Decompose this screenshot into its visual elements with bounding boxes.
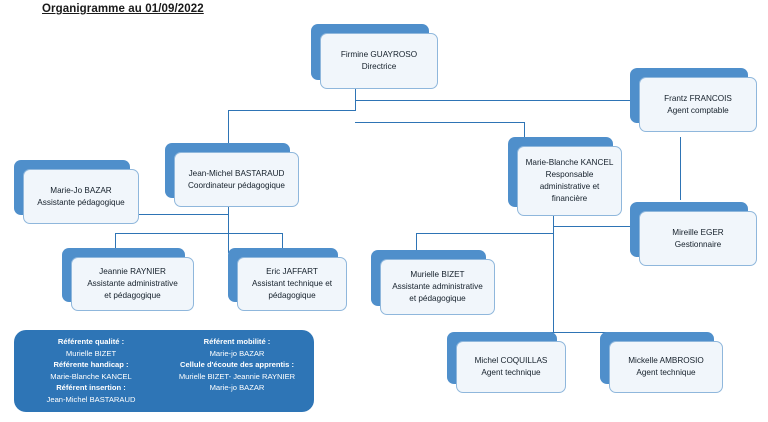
node-role: Agent comptable <box>667 105 729 115</box>
node-name: Michel COQUILLAS <box>474 356 548 366</box>
node-card: Marie-Blanche KANCEL Responsable adminis… <box>517 146 622 216</box>
node-name: Marie-Blanche KANCEL <box>525 158 614 168</box>
node-murielle-bizet[interactable]: Murielle BIZET Assistante administrative… <box>371 250 495 315</box>
node-coordinateur-pedagogique[interactable]: Jean-Michel BASTARAUD Coordinateur pédag… <box>165 143 299 207</box>
connector-coordinateur-drop <box>228 110 229 144</box>
node-card: Jean-Michel BASTARAUD Coordinateur pédag… <box>174 152 299 207</box>
node-name: Eric JAFFART <box>266 267 318 277</box>
node-name: Jean-Michel BASTARAUD <box>188 168 285 178</box>
node-role: Directrice <box>361 62 397 71</box>
node-role: Agent technique <box>481 368 541 377</box>
connector-directrice-stem <box>355 80 356 110</box>
legend-item: Référent mobilité : <box>203 337 271 346</box>
legend-column-left: Référente qualité : Murielle BIZET Référ… <box>18 336 164 406</box>
connector-resp-admin-to-gestionnaire <box>553 226 643 227</box>
node-name: Mickelle AMBROSIO <box>628 356 704 366</box>
page-title: Organigramme au 01/09/2022 <box>42 3 204 15</box>
connector-coordinateur-children-bar <box>115 233 282 234</box>
node-name: Jeannie RAYNIER <box>99 267 166 277</box>
connector-comptable-stem <box>680 137 681 200</box>
node-name: Frantz FRANCOIS <box>664 93 732 103</box>
node-role-line-3: financière <box>551 193 588 203</box>
node-mickelle-ambrosio[interactable]: Mickelle AMBROSIO Agent technique <box>600 332 723 393</box>
node-card: Firmine GUAYROSO Directrice <box>320 33 438 89</box>
node-role-line-1: Assistant technique et <box>251 279 333 289</box>
node-assistante-pedagogique[interactable]: Marie-Jo BAZAR Assistante pédagogique <box>14 160 139 224</box>
node-card: Michel COQUILLAS Agent technique <box>456 341 566 393</box>
legend-item: Marie-Blanche KANCEL <box>50 371 132 381</box>
legend-item: Murielle BIZET <box>65 348 117 358</box>
node-card: Jeannie RAYNIER Assistante administrativ… <box>71 257 194 311</box>
connector-resp-admin-to-bizet <box>416 233 554 234</box>
node-card: Marie-Jo BAZAR Assistante pédagogique <box>23 169 139 224</box>
node-role: Assistante pédagogique <box>37 197 125 207</box>
node-name: Firmine GUAYROSO <box>340 50 418 60</box>
node-name: Mireille EGER <box>672 227 724 237</box>
connector-bizet-drop <box>416 233 417 253</box>
node-michel-coquillas[interactable]: Michel COQUILLAS Agent technique <box>447 332 566 393</box>
node-role-line-2: et pédagogique <box>104 290 161 300</box>
node-role-line-1: Assistante administrative <box>392 282 483 292</box>
legend-column-right: Référent mobilité : Marie-jo BAZAR Cellu… <box>164 336 310 406</box>
node-role-line-2: et pédagogique <box>409 293 466 303</box>
node-role-line-2: pédagogique <box>268 290 316 300</box>
node-name: Marie-Jo BAZAR <box>50 185 112 195</box>
connector-to-jaffart <box>282 233 283 253</box>
node-responsable-administrative[interactable]: Marie-Blanche KANCEL Responsable adminis… <box>508 137 622 216</box>
node-name: Murielle BIZET <box>410 270 465 280</box>
legend-item: Marie-jo BAZAR <box>209 348 265 358</box>
node-directrice[interactable]: Firmine GUAYROSO Directrice <box>311 24 438 89</box>
connector-resp-admin-drop <box>524 122 525 143</box>
legend-item: Murielle BIZET- Jeannie RAYNIER <box>178 371 296 381</box>
legend-item: Marie-jo BAZAR <box>209 383 265 393</box>
node-gestionnaire[interactable]: Mireille EGER Gestionnaire <box>630 202 757 266</box>
legend-item: Jean-Michel BASTARAUD <box>46 394 136 404</box>
legend-panel: Référente qualité : Murielle BIZET Référ… <box>14 330 314 412</box>
legend-item: Cellule d'écoute des apprentis : <box>179 360 295 370</box>
node-card: Mireille EGER Gestionnaire <box>639 211 757 266</box>
node-jeannie-raynier[interactable]: Jeannie RAYNIER Assistante administrativ… <box>62 248 194 311</box>
connector-to-raynier <box>115 233 116 253</box>
node-eric-jaffart[interactable]: Eric JAFFART Assistant technique et péda… <box>228 248 347 311</box>
connector-resp-admin-stem <box>553 215 554 332</box>
node-role-line-2: administrative et <box>539 182 600 191</box>
legend-item: Référente qualité : <box>57 337 125 346</box>
node-role: Agent technique <box>636 368 696 377</box>
connector-directrice-to-resp-admin <box>355 122 525 123</box>
connector-agents-bar <box>487 332 635 333</box>
legend-item: Référente handicap : <box>53 360 129 370</box>
connector-directrice-to-comptable <box>355 100 645 101</box>
node-role: Gestionnaire <box>674 239 722 249</box>
node-card: Murielle BIZET Assistante administrative… <box>380 259 495 315</box>
node-card: Eric JAFFART Assistant technique et péda… <box>237 257 347 311</box>
connector-directrice-to-coordinateur <box>228 110 356 111</box>
node-role-line-1: Assistante administrative <box>87 279 178 289</box>
node-agent-comptable[interactable]: Frantz FRANCOIS Agent comptable <box>630 68 757 132</box>
legend-item: Référent insertion : <box>56 383 126 393</box>
node-role: Coordinateur pédagogique <box>188 180 285 190</box>
node-role-line-1: Responsable <box>545 170 594 180</box>
connector-coordinateur-stem <box>228 206 229 253</box>
connector-coordinateur-to-assistante <box>128 214 229 215</box>
node-card: Frantz FRANCOIS Agent comptable <box>639 77 757 132</box>
node-card: Mickelle AMBROSIO Agent technique <box>609 341 723 393</box>
